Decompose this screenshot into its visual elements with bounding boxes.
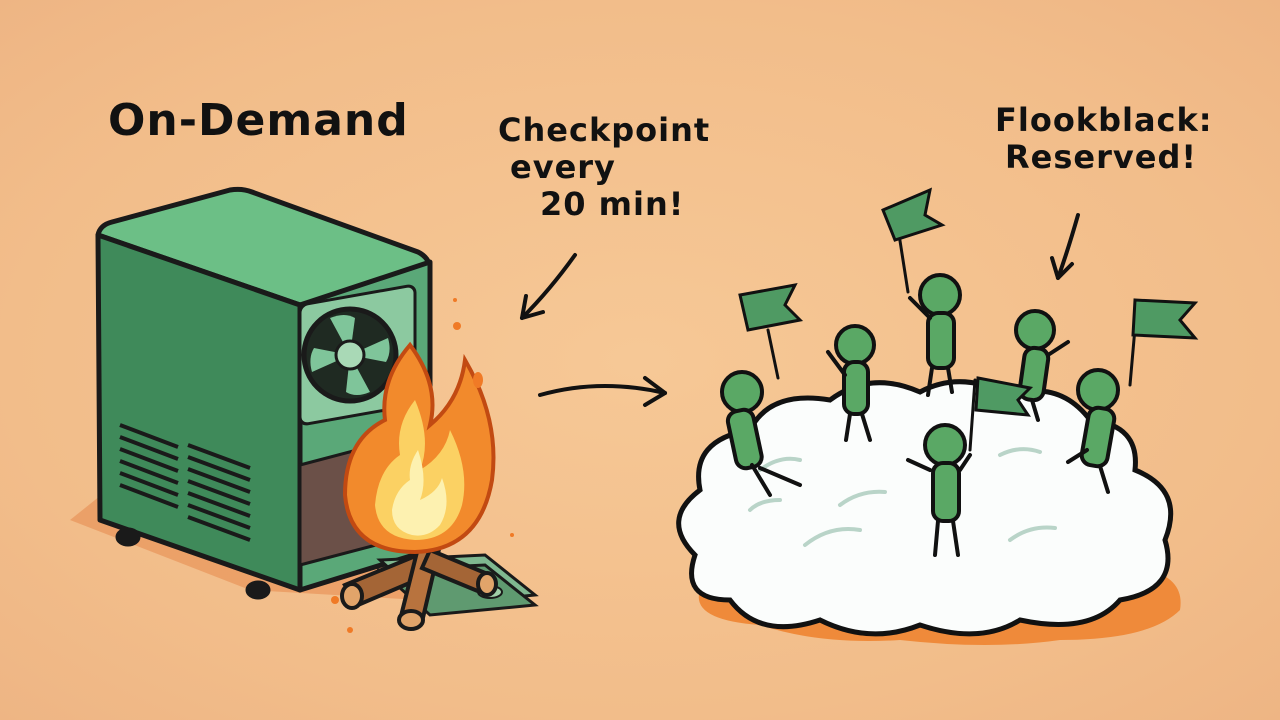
checkpoint-note-line-2: every: [510, 147, 616, 186]
cloud-icon: [676, 379, 1181, 645]
arrow-note-to-server-icon: [520, 253, 577, 320]
figure-icon: [826, 324, 876, 442]
figure-icon: [1066, 298, 1199, 494]
fire-icon: [342, 341, 496, 555]
checkpoint-note-line-1: Checkpoint: [498, 111, 711, 149]
server-tower-icon: [95, 186, 433, 600]
reserved-note: Flookblack: Reserved!: [995, 102, 1213, 176]
on-demand-title: On-Demand: [108, 95, 409, 146]
figure-icon: [720, 282, 804, 497]
arrow-note-to-cloud-icon: [1050, 213, 1080, 280]
reserved-note-line-2: Reserved!: [1005, 137, 1197, 176]
checkpoint-note-line-3: 20 min!: [540, 184, 685, 223]
arrow-server-to-cloud-icon: [538, 376, 667, 407]
firewood-icon: [340, 537, 498, 631]
sparks: [331, 298, 514, 633]
reserved-note-line-1: Flookblack:: [995, 101, 1213, 139]
figure-icon: [881, 187, 962, 397]
figure-icon: [906, 376, 1034, 557]
figures-group: [720, 187, 1199, 557]
checkpoint-note: Checkpoint every 20 min!: [498, 112, 710, 222]
